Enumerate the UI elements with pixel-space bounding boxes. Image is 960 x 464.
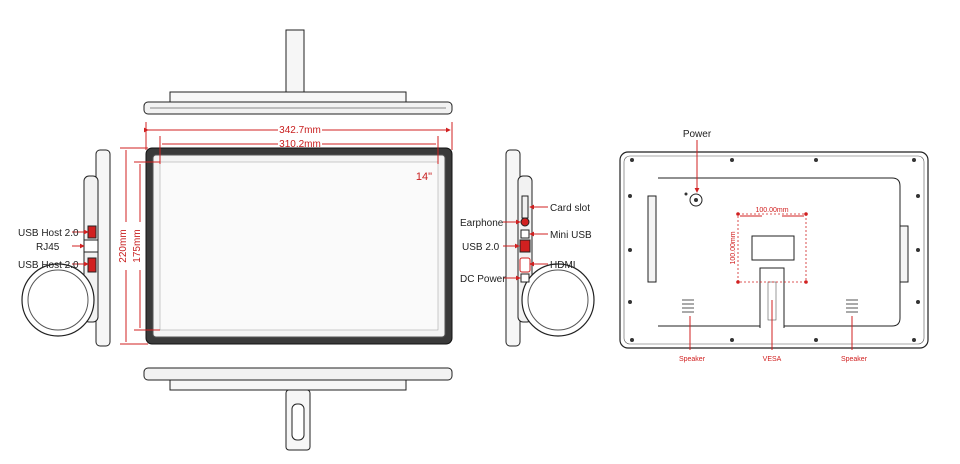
width-inner-label: 310.2mm xyxy=(279,139,321,150)
vesa-label: VESA xyxy=(763,356,782,363)
screen-size-label: 14" xyxy=(416,171,432,183)
back-leaders xyxy=(689,140,853,350)
height-dimensions xyxy=(120,147,160,345)
front-view xyxy=(145,147,453,345)
vesa-vertical-dim: 100.00mm xyxy=(730,231,737,264)
width-dimensions xyxy=(143,122,453,164)
card-slot-label: Card slot xyxy=(550,203,590,214)
height-outer-label: 220mm xyxy=(118,229,129,262)
speaker-left-label: Speaker xyxy=(679,356,706,363)
earphone-label: Earphone xyxy=(460,218,504,229)
usb2-label: USB 2.0 xyxy=(462,242,500,253)
power-label: Power xyxy=(683,129,712,140)
hdmi-label: HDMI xyxy=(550,260,576,271)
left-side-view xyxy=(21,149,111,347)
speaker-right-label: Speaker xyxy=(841,356,868,363)
bottom-view xyxy=(143,367,453,451)
mini-usb-label: Mini USB xyxy=(550,230,592,241)
height-inner-label: 175mm xyxy=(132,229,143,262)
dc-power-label: DC Power xyxy=(460,274,506,285)
right-port-leaders xyxy=(503,204,548,281)
width-outer-label: 342.7mm xyxy=(279,125,321,136)
right-side-view xyxy=(505,149,595,347)
back-view xyxy=(619,151,929,349)
left-port-leaders xyxy=(72,229,89,267)
usb-host-bottom-label: USB Host 2.0 xyxy=(18,260,79,271)
usb-host-top-label: USB Host 2.0 xyxy=(18,228,79,239)
top-view xyxy=(143,29,453,115)
vesa-horizontal-dim: 100.00mm xyxy=(755,207,788,214)
rj45-label: RJ45 xyxy=(36,242,60,253)
